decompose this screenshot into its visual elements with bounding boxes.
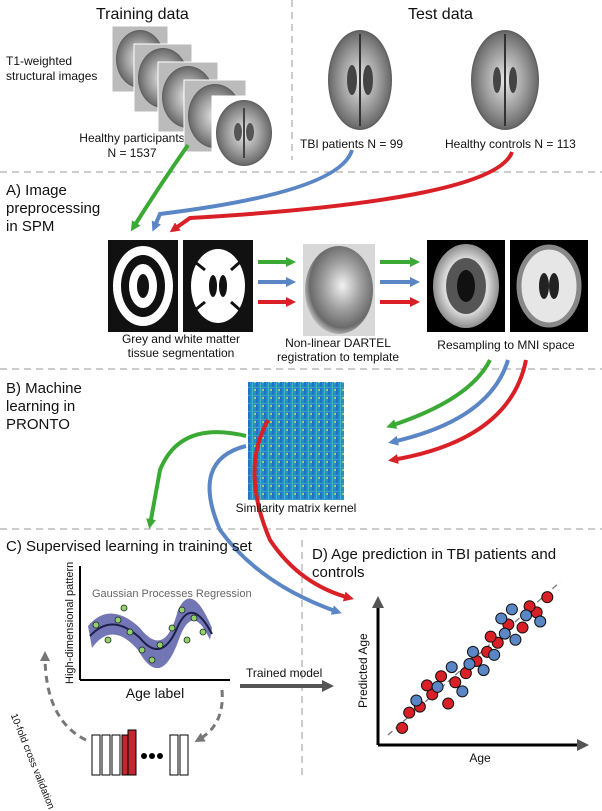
segmentation-caption-line1: Grey and white matter xyxy=(121,332,241,346)
section-b-title-line2: learning in xyxy=(6,398,76,415)
t1-label-line1: T1-weighted xyxy=(6,54,73,68)
mni-grey-image xyxy=(427,240,505,332)
training-data-title: Training data xyxy=(96,6,189,23)
scatter-point xyxy=(410,694,423,707)
mni-caption: Resampling to MNI space xyxy=(437,338,575,352)
scatter-point xyxy=(498,627,511,640)
scatter-point xyxy=(420,679,433,692)
scatter-point xyxy=(505,603,518,616)
scatter-point xyxy=(466,645,479,658)
scatter-point xyxy=(445,661,458,674)
gpr-x-axis-label: Age label xyxy=(125,685,185,701)
gpr-label: Gaussian Processes Regression xyxy=(92,588,252,600)
scatter-point xyxy=(456,685,469,698)
cv-folds xyxy=(91,729,189,776)
section-c-title: C) Supervised learning in training set xyxy=(6,538,252,555)
section-b-title-line3: PRONTO xyxy=(6,416,70,433)
grey-matter-segmentation xyxy=(108,240,178,332)
segmentation-caption-line2: tissue segmentation xyxy=(127,346,235,360)
t1-label-line2: structural images xyxy=(6,69,98,83)
scatter-point xyxy=(463,658,476,671)
section-b-title-line1: B) Machine xyxy=(6,380,82,397)
gpr-plot xyxy=(79,566,230,681)
scatter-point xyxy=(534,615,547,628)
scatter-point xyxy=(396,721,409,734)
tbi-patients-label: TBI patients N = 99 xyxy=(300,137,404,151)
dartel-template-image xyxy=(303,244,375,336)
scatter-x-axis-label: Age xyxy=(469,751,491,765)
scatter-point xyxy=(449,676,462,689)
dartel-caption-line2: registration to template xyxy=(276,350,400,364)
scatter-point xyxy=(403,706,416,719)
tbi-brain-image xyxy=(328,30,392,130)
similarity-matrix-kernel xyxy=(248,382,344,500)
scatter-point xyxy=(495,612,508,625)
gpr-y-axis-label: High-dimensional pattern xyxy=(64,561,76,684)
trained-model-label: Trained model xyxy=(246,666,323,680)
scatter-y-axis-label: Predicted Age xyxy=(356,633,370,708)
control-brain-image xyxy=(471,30,539,130)
scatter-point xyxy=(541,591,554,604)
scatter-point xyxy=(435,670,448,683)
kernel-caption: Similarity matrix kernel xyxy=(235,501,357,515)
section-d-title-line2: controls xyxy=(312,564,365,581)
mni-white-image xyxy=(510,240,588,332)
section-a-title-line1: A) Image xyxy=(6,182,67,199)
training-brain-stack xyxy=(40,25,589,776)
healthy-participants-count: N = 1537 xyxy=(107,146,157,160)
dartel-caption-line1: Non-linear DARTEL xyxy=(285,336,391,350)
healthy-participants-label: Healthy participants xyxy=(79,131,185,145)
healthy-controls-label: Healthy controls N = 113 xyxy=(445,137,576,151)
separator-lines xyxy=(0,0,602,778)
scatter-point xyxy=(442,697,455,710)
section-d-title-line1: D) Age prediction in TBI patients and xyxy=(312,546,557,563)
white-matter-segmentation xyxy=(183,240,253,332)
test-data-title: Test data xyxy=(408,6,473,23)
scatter-point xyxy=(484,630,497,643)
scatter-point xyxy=(477,664,490,677)
scatter-point xyxy=(431,680,444,693)
scatter-point xyxy=(516,621,529,634)
scatter-point xyxy=(509,633,522,646)
scatter-point xyxy=(488,648,501,661)
section-a-title-line2: preprocessing xyxy=(6,200,101,217)
section-a-title-line3: in SPM xyxy=(6,218,55,235)
scatter-points xyxy=(396,591,554,734)
scatter-point xyxy=(520,609,533,622)
